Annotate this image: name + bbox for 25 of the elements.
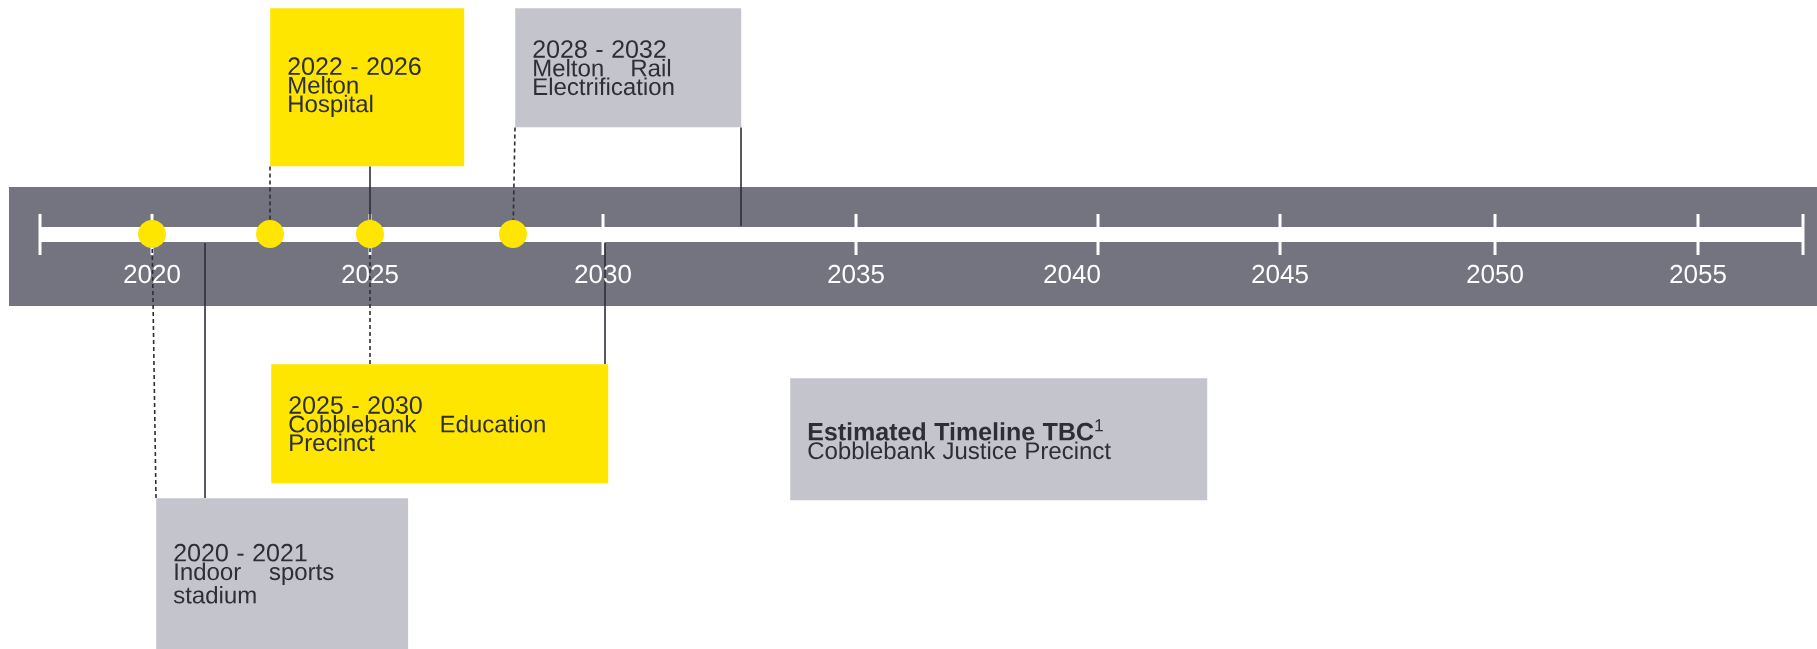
leader-line xyxy=(204,242,206,499)
year-label: 2025 xyxy=(342,264,398,284)
year-label: 2045 xyxy=(1252,264,1308,284)
leader-line xyxy=(269,165,271,221)
leader-line xyxy=(604,242,606,365)
timeline-dot xyxy=(256,220,284,248)
timeline-dot xyxy=(356,220,384,248)
timeline-box: 2022 - 2026 Melton Hospital xyxy=(270,8,465,167)
leader-line xyxy=(369,165,371,221)
year-label: 2020 xyxy=(124,264,180,284)
timeline-dot xyxy=(499,220,527,248)
leader-line xyxy=(740,126,742,227)
timeline-box: 2028 - 2032 Melton Rail Electrification xyxy=(515,8,742,128)
timeline-dot xyxy=(138,220,166,248)
year-label: 2040 xyxy=(1044,264,1100,284)
leader-line xyxy=(151,247,157,499)
timeline-box: 2020 - 2021 Indoor sports stadium xyxy=(156,498,409,649)
timeline-box: Estimated Timeline TBC$^{1}$ Cobblebank Justice Precinct xyxy=(790,378,1208,501)
year-label: 2055 xyxy=(1670,264,1726,284)
year-label: 2030 xyxy=(575,264,631,284)
year-label: 2035 xyxy=(828,264,884,284)
year-label: 2050 xyxy=(1467,264,1523,284)
leader-line xyxy=(512,126,516,221)
timeline-box: 2025 - 2030 Cobblebank Education Precinct xyxy=(271,364,609,484)
leader-line xyxy=(369,247,371,365)
